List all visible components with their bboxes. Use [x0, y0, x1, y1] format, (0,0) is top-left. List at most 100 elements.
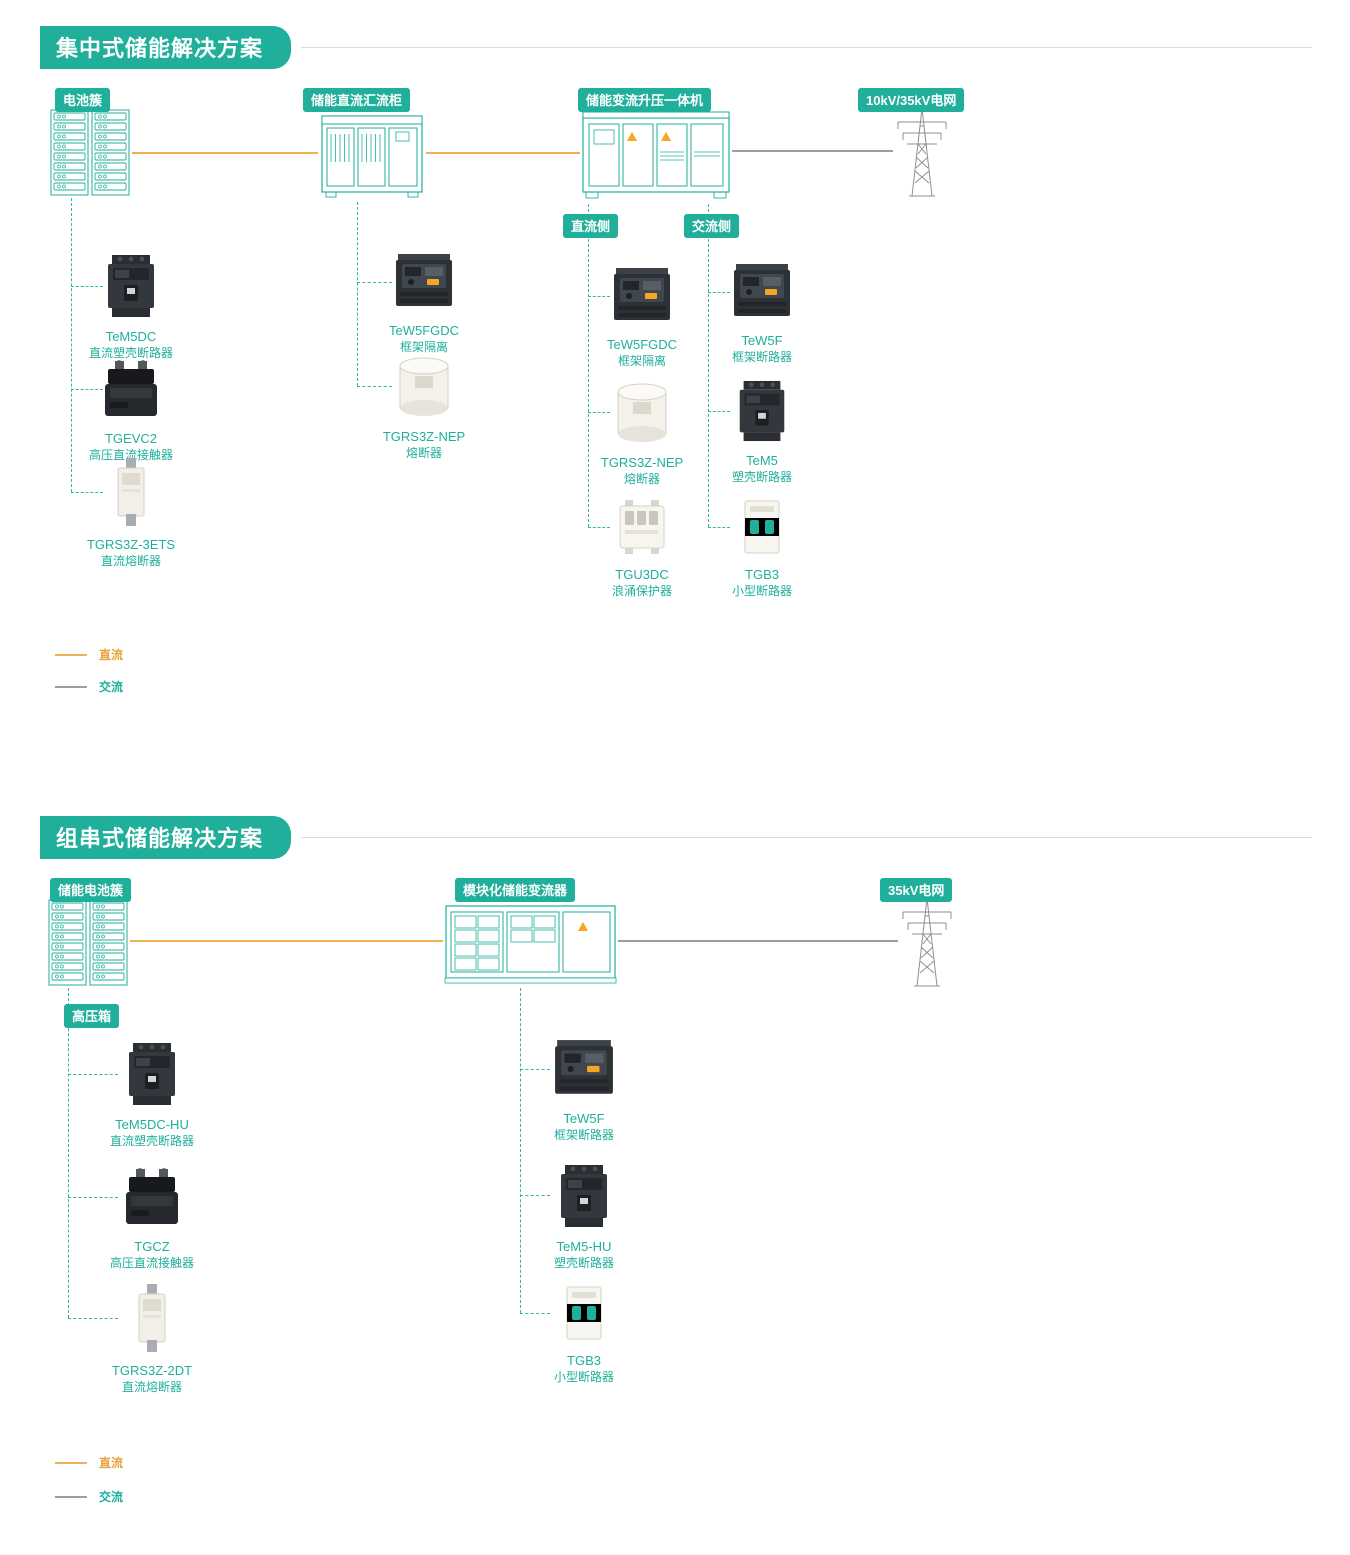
- component-desc: 直流塑壳断路器: [88, 345, 173, 360]
- component-desc: 框架断路器: [553, 1127, 614, 1142]
- component-desc: 塑壳断路器: [553, 1255, 614, 1270]
- label-grid-10-35kv: 10kV/35kV电网: [858, 88, 965, 112]
- mcb-device-image: [562, 1284, 606, 1342]
- dc-combiner-cabinet-illustration: [318, 106, 426, 207]
- fuse-device-image: [613, 380, 671, 444]
- component-desc: 直流熔断器: [100, 553, 161, 568]
- legend-ac-line: [55, 1495, 87, 1498]
- label-modular-pcs: 模块化储能变流器: [455, 878, 576, 902]
- component-tgrs3z-3ets: TGRS3Z-3ETS 直流熔断器: [61, 458, 201, 569]
- dashed-connector: [708, 411, 730, 412]
- fuse-device-image: [132, 1284, 172, 1352]
- section2-title-badge: 组串式储能解决方案: [40, 816, 292, 859]
- surge-protector-device-image: [617, 498, 667, 556]
- component-desc: 高压直流接触器: [88, 447, 173, 462]
- component-desc: 高压直流接触器: [109, 1255, 194, 1270]
- component-name: TeW5FGDC: [606, 337, 678, 352]
- ac-line-pcs-to-grid: [732, 150, 893, 152]
- dashed-connector: [588, 296, 610, 297]
- label-ess-battery-cluster: 储能电池簇: [50, 878, 132, 902]
- component-name: TGB3: [567, 1353, 601, 1368]
- dashed-connector: [520, 988, 521, 1313]
- component-tgrs3z-2dt: TGRS3Z-2DT 直流熔断器: [82, 1284, 222, 1395]
- label-battery-cluster: 电池簇: [55, 88, 111, 112]
- dashed-connector: [357, 202, 358, 386]
- label-grid-35kv: 35kV电网: [880, 878, 953, 902]
- transmission-tower-illustration: [898, 892, 956, 993]
- component-desc: 熔断器: [405, 445, 442, 460]
- component-desc: 熔断器: [623, 471, 660, 486]
- contactor-device-image: [124, 1166, 180, 1228]
- section-centralized: 集中式储能解决方案 电池簇 储能直流汇流柜 储能变流升压一体机 10kV/35k…: [40, 26, 1312, 694]
- dashed-connector: [68, 988, 69, 1318]
- component-desc: 小型断路器: [731, 583, 792, 598]
- component-desc: 框架隔离: [399, 339, 448, 354]
- legend-dc-line: [55, 1461, 87, 1464]
- dc-line-combiner-to-pcs: [426, 152, 580, 154]
- dashed-connector: [588, 412, 610, 413]
- component-desc: 塑壳断路器: [731, 469, 792, 484]
- battery-rack-illustration: [48, 106, 132, 203]
- component-desc: 框架隔离: [617, 353, 666, 368]
- section-string: 组串式储能解决方案 储能电池簇 模块化储能变流器 35kV电网 高压箱: [0, 790, 1350, 1555]
- component-name: TGRS3Z-3ETS: [86, 537, 176, 552]
- component-name: TGRS3Z-NEP: [382, 429, 466, 444]
- component-tew5fgdc-combiner: TeW5FGDC 框架隔离: [354, 252, 494, 355]
- component-name: TeW5FGDC: [388, 323, 460, 338]
- dashed-connector: [708, 527, 730, 528]
- component-name: TeM5: [746, 453, 778, 468]
- dashed-connector: [68, 1197, 118, 1198]
- component-tem5dc: TeM5DC 直流塑壳断路器: [61, 254, 201, 361]
- legend-dc-label: 直流: [99, 1456, 124, 1470]
- legend-dc: 直流: [55, 1454, 123, 1471]
- component-name: TeM5DC: [105, 329, 157, 344]
- mccb-device-image: [558, 1164, 610, 1228]
- component-tem5-ac: TeM5 塑壳断路器: [692, 380, 832, 485]
- label-dc-combiner-cabinet: 储能直流汇流柜: [303, 88, 411, 112]
- pcs-booster-illustration: [580, 104, 732, 209]
- legend-ac-label: 交流: [99, 1490, 124, 1504]
- component-name: TeM5DC-HU: [115, 1117, 189, 1132]
- component-name: TGCZ: [134, 1239, 170, 1254]
- dashed-connector: [68, 1318, 118, 1319]
- component-tem5-hu: TeM5-HU 塑壳断路器: [514, 1164, 654, 1271]
- label-pcs-booster-station: 储能变流升压一体机: [578, 88, 712, 112]
- dashed-connector: [520, 1313, 550, 1314]
- section2-header: 组串式储能解决方案: [40, 816, 1312, 859]
- mccb-device-image: [737, 380, 787, 442]
- mccb-device-image: [105, 254, 157, 318]
- component-tgu3dc: TGU3DC 浪涌保护器: [572, 498, 712, 599]
- mccb-device-image: [126, 1042, 178, 1106]
- legend-ac: 交流: [55, 1488, 123, 1505]
- contactor-device-image: [103, 358, 159, 420]
- acb-device-image: [612, 266, 672, 326]
- transmission-tower-illustration: [893, 102, 951, 203]
- acb-device-image: [732, 262, 792, 322]
- dashed-connector: [708, 204, 709, 527]
- modular-pcs-illustration: [443, 896, 618, 993]
- component-tew5f-ac: TeW5F 框架断路器: [692, 262, 832, 365]
- dashed-connector: [588, 204, 589, 527]
- fuse-device-image: [111, 458, 151, 526]
- dashed-connector: [520, 1195, 550, 1196]
- dashed-connector: [708, 292, 730, 293]
- component-tgb3: TGB3 小型断路器: [514, 1284, 654, 1385]
- dashed-connector: [71, 492, 103, 493]
- component-tgrs3z-nep-combiner: TGRS3Z-NEP 熔断器: [354, 354, 494, 461]
- component-desc: 直流塑壳断路器: [109, 1133, 194, 1148]
- header-rule: [301, 47, 1312, 48]
- legend-dc: 直流: [55, 646, 123, 663]
- legend-ac-line: [55, 685, 87, 688]
- component-name: TeM5-HU: [556, 1239, 612, 1254]
- component-name: TeW5F: [741, 333, 783, 348]
- acb-device-image: [553, 1038, 615, 1100]
- component-tem5dc-hu: TeM5DC-HU 直流塑壳断路器: [82, 1042, 222, 1149]
- ac-line-pcs-to-grid: [618, 940, 898, 942]
- component-tew5f: TeW5F 框架断路器: [514, 1038, 654, 1143]
- component-tew5fgdc-dc: TeW5FGDC 框架隔离: [572, 266, 712, 369]
- battery-rack-illustration: [46, 896, 130, 993]
- component-desc: 小型断路器: [553, 1369, 614, 1384]
- dashed-connector: [357, 386, 392, 387]
- component-name: TGB3: [745, 567, 779, 582]
- dc-line-battery-to-combiner: [132, 152, 318, 154]
